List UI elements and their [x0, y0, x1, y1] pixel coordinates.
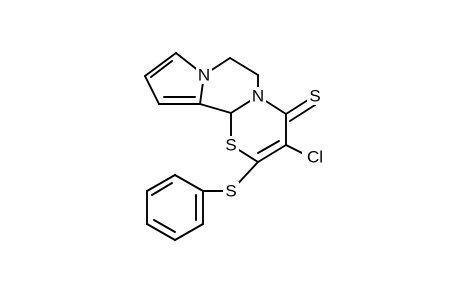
- bond-ph4-ph5-double: [153, 219, 176, 233]
- bond-ce-cf: [229, 57, 259, 76]
- atom-label-s-thione: S: [309, 87, 320, 106]
- bond-ph2-ph3: [146, 174, 176, 192]
- bond-ca-cb: [144, 52, 177, 77]
- atom-s-thione: S: [307, 87, 323, 106]
- atom-label-s-phenyl: S: [225, 182, 236, 201]
- bond-ph4-ph5: [146, 223, 176, 241]
- atom-label-s-ring: S: [225, 136, 236, 155]
- atom-n2: N: [250, 87, 266, 106]
- atom-s-ring: S: [223, 136, 239, 155]
- bond-ph2-ph3-double: [151, 182, 173, 196]
- bond-ph1-ph2: [174, 174, 204, 192]
- atom-cl: Cl: [302, 148, 328, 167]
- bond-ca-cb-double: [150, 60, 173, 78]
- atom-label-cl: Cl: [307, 148, 323, 167]
- atom-label-n2: N: [252, 87, 264, 106]
- atom-n1: N: [196, 66, 212, 85]
- atom-label-n1: N: [198, 66, 210, 85]
- bond-ch-cthione: [285, 97, 312, 115]
- bond-ci-cj: [257, 144, 287, 163]
- bond-ph5-ph6: [174, 223, 204, 241]
- bond-cg-cd: [199, 103, 232, 114]
- atom-s-phenyl: S: [223, 182, 239, 201]
- atom-label-layer: N N S S Cl S: [196, 66, 328, 201]
- bond-cb-cc: [144, 75, 160, 105]
- bond-ci-cj-double: [257, 140, 280, 154]
- bond-cthione-double: [289, 104, 316, 122]
